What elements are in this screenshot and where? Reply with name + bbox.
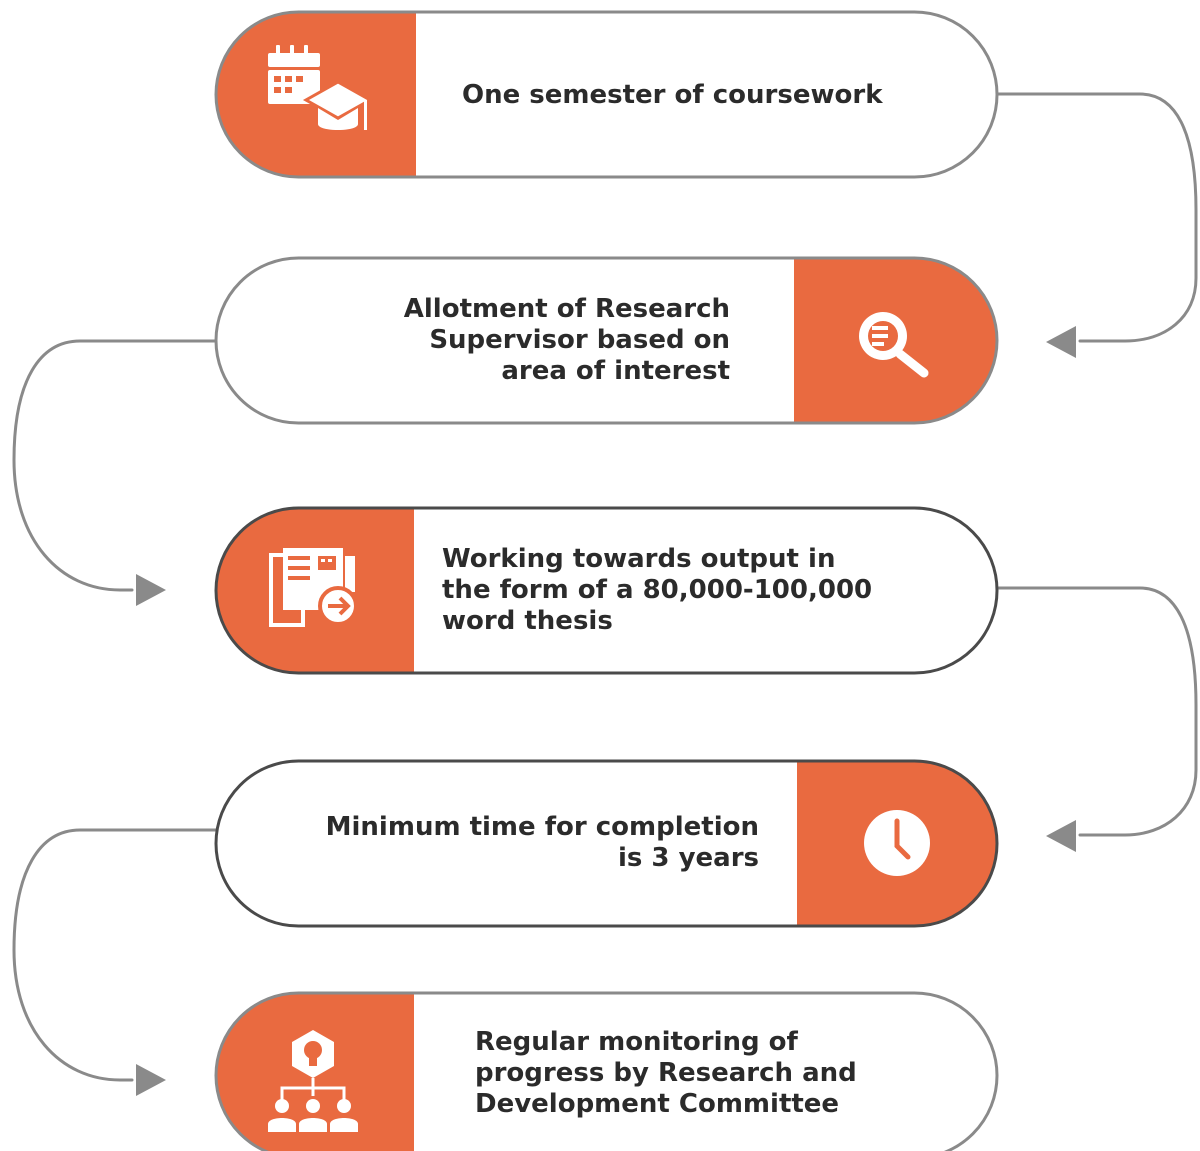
- arrowhead-4: [136, 1064, 166, 1096]
- step-4-text: Minimum time for completion is 3 years: [300, 812, 759, 874]
- connectors: [12, 92, 1198, 1082]
- step-3-card: [214, 506, 999, 675]
- connector-3-4: [995, 586, 1198, 837]
- step-5-card: [214, 991, 999, 1151]
- step-1-card: [214, 10, 999, 179]
- step-3-line-2: the form of a 80,000-100,000: [442, 575, 873, 605]
- step-2-card: [214, 256, 999, 425]
- connector-2-3: [12, 339, 218, 592]
- step-3-text: Working towards output in the form of a …: [442, 544, 942, 637]
- step-5-line-1: Regular monitoring of: [475, 1027, 798, 1057]
- step-2-line-1: Allotment of Research: [403, 294, 730, 324]
- arrowheads: [136, 326, 1076, 1096]
- step-5-text: Regular monitoring of progress by Resear…: [475, 1027, 925, 1120]
- step-3-line-1: Working towards output in: [442, 544, 836, 574]
- step-2-line-2: Supervisor based on: [429, 325, 730, 355]
- step-4-line-2: is 3 years: [617, 843, 759, 873]
- step-4-line-1: Minimum time for completion: [325, 812, 759, 842]
- step-4-card: [214, 759, 999, 928]
- arrowhead-3: [1046, 820, 1076, 852]
- connector-4-5: [12, 828, 218, 1082]
- step-5-line-2: progress by Research and: [475, 1058, 857, 1088]
- connector-1-2: [995, 92, 1198, 343]
- document-arrow-icon: [269, 548, 358, 627]
- calendar-graduation-cap-icon: [268, 45, 374, 130]
- step-5-line-3: Development Committee: [475, 1089, 840, 1119]
- arrowhead-1: [1046, 326, 1076, 358]
- step-1-text: One semester of coursework: [462, 80, 932, 111]
- step-1-line-1: One semester of coursework: [462, 80, 883, 110]
- step-3-line-3: word thesis: [442, 606, 613, 636]
- clock-icon: [864, 810, 930, 876]
- step-2-text: Allotment of Research Supervisor based o…: [330, 294, 730, 387]
- magnifier-search-icon: [859, 312, 929, 378]
- committee-lightbulb-icon: [268, 1030, 358, 1132]
- step-2-line-3: area of interest: [501, 356, 730, 386]
- arrowhead-2: [136, 574, 166, 606]
